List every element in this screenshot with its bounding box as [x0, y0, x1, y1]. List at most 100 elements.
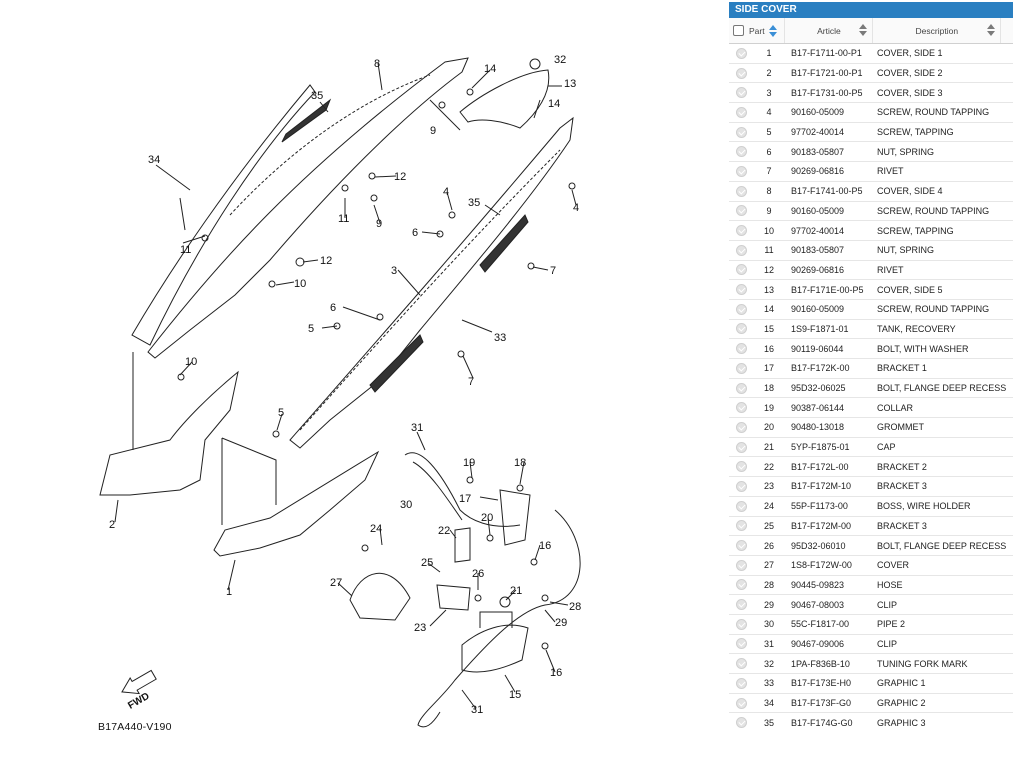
row-check-cell[interactable]	[729, 480, 753, 492]
row-check-cell[interactable]	[729, 717, 753, 728]
check-circle-icon[interactable]	[735, 441, 747, 453]
row-check-cell[interactable]	[729, 362, 753, 374]
row-check-cell[interactable]	[729, 343, 753, 355]
check-circle-icon[interactable]	[735, 205, 747, 217]
check-circle-icon[interactable]	[735, 520, 747, 532]
check-circle-icon[interactable]	[735, 658, 747, 670]
row-check-cell[interactable]	[729, 697, 753, 709]
row-check-cell[interactable]	[729, 618, 753, 630]
row-check-cell[interactable]	[729, 205, 753, 217]
row-check-cell[interactable]	[729, 421, 753, 433]
check-circle-icon[interactable]	[735, 185, 747, 197]
row-check-cell[interactable]	[729, 67, 753, 79]
row-check-cell[interactable]	[729, 461, 753, 473]
sort-icon[interactable]	[768, 24, 778, 37]
check-circle-icon[interactable]	[735, 677, 747, 689]
row-check-cell[interactable]	[729, 284, 753, 296]
check-circle-icon[interactable]	[735, 323, 747, 335]
check-circle-icon[interactable]	[735, 599, 747, 611]
check-circle-icon[interactable]	[735, 500, 747, 512]
row-check-cell[interactable]	[729, 126, 753, 138]
row-check-cell[interactable]	[729, 264, 753, 276]
row-check-cell[interactable]	[729, 658, 753, 670]
check-circle-icon[interactable]	[735, 343, 747, 355]
row-check-cell[interactable]	[729, 323, 753, 335]
check-circle-icon[interactable]	[735, 480, 747, 492]
check-circle-icon[interactable]	[735, 540, 747, 552]
row-check-cell[interactable]	[729, 638, 753, 650]
check-circle-icon[interactable]	[735, 717, 747, 728]
check-circle-icon[interactable]	[735, 559, 747, 571]
row-check-cell[interactable]	[729, 677, 753, 689]
row-check-cell[interactable]	[729, 599, 753, 611]
check-circle-icon[interactable]	[735, 165, 747, 177]
row-check-cell[interactable]	[729, 382, 753, 394]
row-check-cell[interactable]	[729, 500, 753, 512]
check-circle-icon[interactable]	[735, 638, 747, 650]
check-circle-icon[interactable]	[735, 697, 747, 709]
check-circle-icon[interactable]	[735, 126, 747, 138]
column-article[interactable]: Article	[785, 18, 874, 43]
row-check-cell[interactable]	[729, 441, 753, 453]
row-check-cell[interactable]	[729, 244, 753, 256]
check-circle-icon[interactable]	[735, 461, 747, 473]
check-circle-icon[interactable]	[735, 284, 747, 296]
row-check-cell[interactable]	[729, 303, 753, 315]
row-check-cell[interactable]	[729, 165, 753, 177]
row-check-cell[interactable]	[729, 47, 753, 59]
select-all-checkbox[interactable]	[733, 25, 744, 36]
check-circle-icon[interactable]	[735, 264, 747, 276]
check-circle-icon[interactable]	[735, 47, 747, 59]
column-part[interactable]: Part	[729, 18, 786, 43]
check-circle-icon[interactable]	[735, 67, 747, 79]
check-circle-icon[interactable]	[735, 303, 747, 315]
row-check-cell[interactable]	[729, 225, 753, 237]
check-circle-icon[interactable]	[735, 402, 747, 414]
row-check-cell[interactable]	[729, 540, 753, 552]
sort-icon[interactable]	[859, 24, 868, 36]
check-circle-icon[interactable]	[735, 106, 747, 118]
row-check-cell[interactable]	[729, 185, 753, 197]
row-check-cell[interactable]	[729, 87, 753, 99]
check-circle-icon[interactable]	[735, 362, 747, 374]
row-check-cell[interactable]	[729, 146, 753, 158]
check-circle-icon[interactable]	[735, 146, 747, 158]
check-circle-icon[interactable]	[735, 579, 747, 591]
check-circle-icon[interactable]	[735, 382, 747, 394]
check-circle-icon[interactable]	[735, 421, 747, 433]
exploded-parts-diagram[interactable]: 1 2 3 4 4 5 5 6 6 7 7 8 9 9 10 10 11 11 …	[0, 0, 725, 765]
row-check-cell[interactable]	[729, 520, 753, 532]
